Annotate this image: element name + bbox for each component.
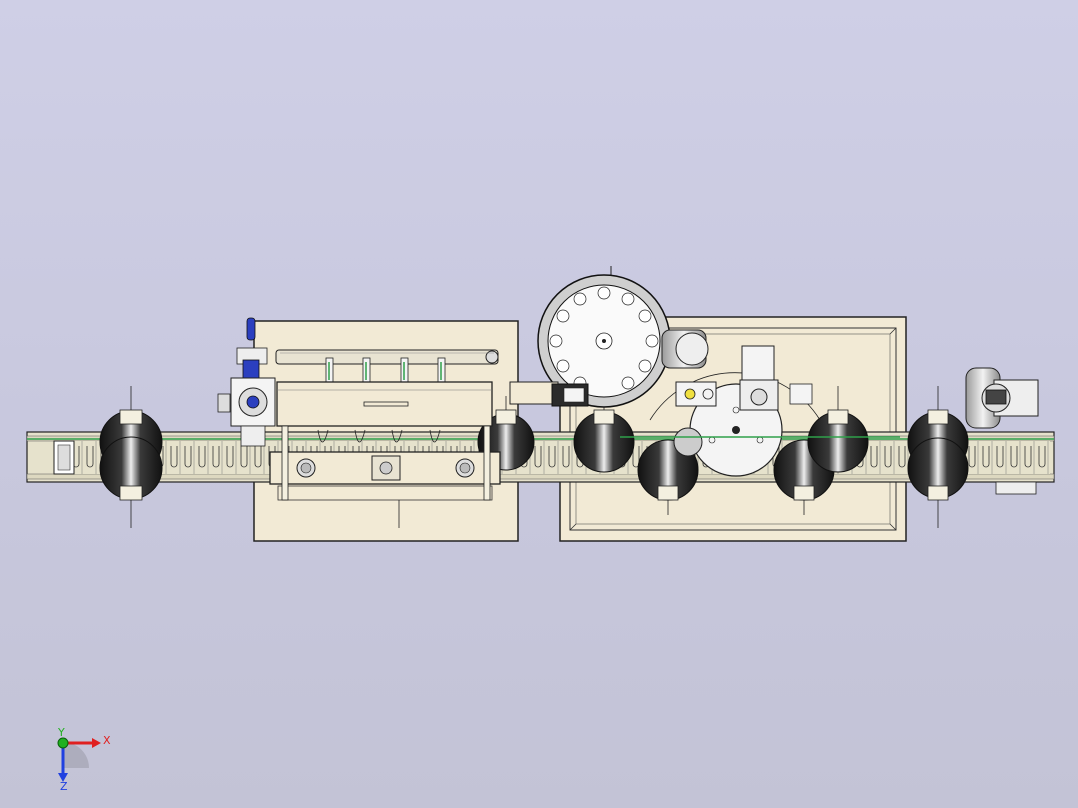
filling-carriage[interactable]	[269, 451, 501, 528]
x-axis-label: X	[103, 734, 111, 747]
guide-bracket	[657, 485, 679, 515]
capping-head[interactable]	[675, 345, 813, 411]
filling-nozzles	[325, 357, 446, 383]
filling-nozzle	[400, 357, 409, 383]
guide-bracket	[495, 396, 517, 425]
filling-nozzle	[325, 357, 334, 383]
y-axis-label: Y	[57, 726, 65, 739]
bottle	[907, 411, 969, 499]
filling-pump-motor[interactable]	[217, 317, 276, 447]
guide-bracket	[793, 485, 815, 515]
filling-head-block[interactable]	[276, 381, 493, 427]
filling-manifold-pipe[interactable]	[275, 349, 499, 365]
guide-brackets	[119, 386, 949, 528]
guide-bracket	[119, 386, 143, 528]
conveyor-drive-motor[interactable]	[965, 367, 1039, 495]
feeder-drive-motor[interactable]	[661, 329, 709, 369]
filling-guide-rods	[281, 425, 491, 501]
guide-bracket	[927, 386, 949, 528]
filling-station[interactable]	[217, 317, 501, 528]
conveyor-belt[interactable]	[26, 431, 1055, 483]
guide-bracket	[827, 386, 849, 425]
coordinate-triad: X Y Z	[57, 726, 111, 793]
cap-pockets	[549, 286, 659, 390]
filling-nozzle	[362, 357, 371, 383]
bottle	[99, 410, 163, 500]
y-axis-point	[57, 737, 69, 749]
z-axis-label: Z	[60, 780, 68, 793]
cap-chute[interactable]	[509, 381, 589, 407]
cap-feeder-bowl[interactable]	[537, 266, 671, 408]
filling-nozzle	[437, 357, 446, 383]
bottle-group	[99, 410, 969, 501]
